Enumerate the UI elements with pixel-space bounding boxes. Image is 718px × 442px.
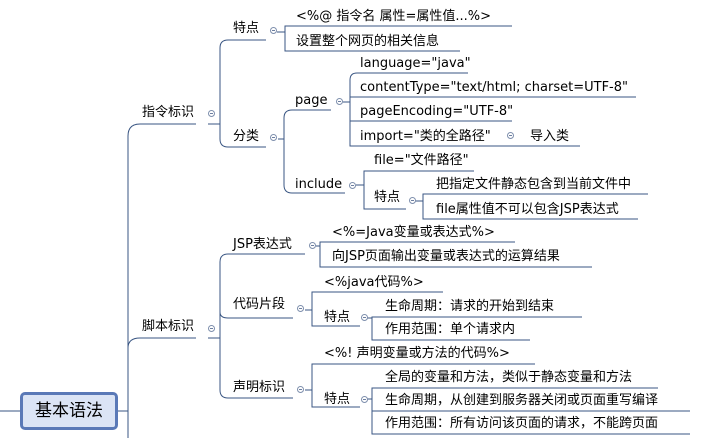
collapse-toggle-scriptlet[interactable] [297,305,304,312]
collapse-toggle-declaration-feature[interactable] [361,396,368,403]
page-label[interactable]: page [295,93,328,108]
script-label[interactable]: 脚本标识 [142,319,195,334]
expression-item[interactable]: <%=Java变量或表达式%> [332,225,495,240]
scriptlet-feature-item[interactable]: 作用范围：单个请求内 [385,322,516,337]
collapse-toggle-script[interactable] [208,325,215,332]
scriptlet-feature-item[interactable]: 生命周期：请求的开始到结束 [385,299,555,314]
declaration-syntax[interactable]: <%! 声明变量或方法的代码%> [324,346,510,361]
directive-label[interactable]: 指令标识 [142,105,195,120]
directive-feature-item[interactable]: 设置整个网页的相关信息 [296,34,440,49]
collapse-toggle-include-feature[interactable] [409,197,416,204]
include-feature-label[interactable]: 特点 [374,190,401,205]
collapse-toggle-expression[interactable] [309,242,316,249]
scriptlet-feature-label[interactable]: 特点 [324,310,351,325]
directive-feature-label[interactable]: 特点 [233,21,260,36]
root-node[interactable]: 基本语法 [20,392,118,430]
scriptlet-label[interactable]: 代码片段 [233,297,286,312]
collapse-toggle-import[interactable] [507,132,514,139]
collapse-toggle-include[interactable] [349,182,356,189]
collapse-toggle-directive-feature[interactable] [270,27,277,34]
expression-item[interactable]: 向JSP页面输出变量或表达式的运算结果 [332,249,560,264]
directive-feature-item[interactable]: <%@ 指令名 属性=属性值...%> [296,9,492,24]
declaration-feature-item[interactable]: 生命周期，从创建到服务器关闭或页面重写编译 [385,393,659,408]
collapse-toggle-declaration[interactable] [297,386,304,393]
include-file[interactable]: file="文件路径" [374,153,469,168]
include-feature-item[interactable]: file属性值不可以包含JSP表达式 [436,202,619,217]
page-item[interactable]: 导入类 [530,129,570,144]
page-item[interactable]: contentType="text/html; charset=UTF-8" [360,80,628,95]
include-feature-item[interactable]: 把指定文件静态包含到当前文件中 [436,177,632,192]
collapse-toggle-scriptlet-feature[interactable] [361,314,368,321]
include-label[interactable]: include [295,177,343,192]
page-item[interactable]: pageEncoding="UTF-8" [360,104,514,119]
declaration-feature-item[interactable]: 全局的变量和方法，类似于静态变量和方法 [385,370,633,385]
declaration-feature-item[interactable]: 作用范围：所有访问该页面的请求，不能跨页面 [385,416,659,431]
scriptlet-syntax[interactable]: <%java代码%> [324,275,424,290]
directive-category-label[interactable]: 分类 [233,129,260,144]
page-item[interactable]: language="java" [360,56,471,71]
collapse-toggle-directive-category[interactable] [270,134,277,141]
collapse-toggle-page[interactable] [336,98,343,105]
declaration-feature-label[interactable]: 特点 [324,392,351,407]
expression-label[interactable]: JSP表达式 [233,237,292,252]
collapse-toggle-directive[interactable] [208,110,215,117]
page-item[interactable]: import="类的全路径" [360,129,491,144]
declaration-label[interactable]: 声明标识 [233,380,286,395]
